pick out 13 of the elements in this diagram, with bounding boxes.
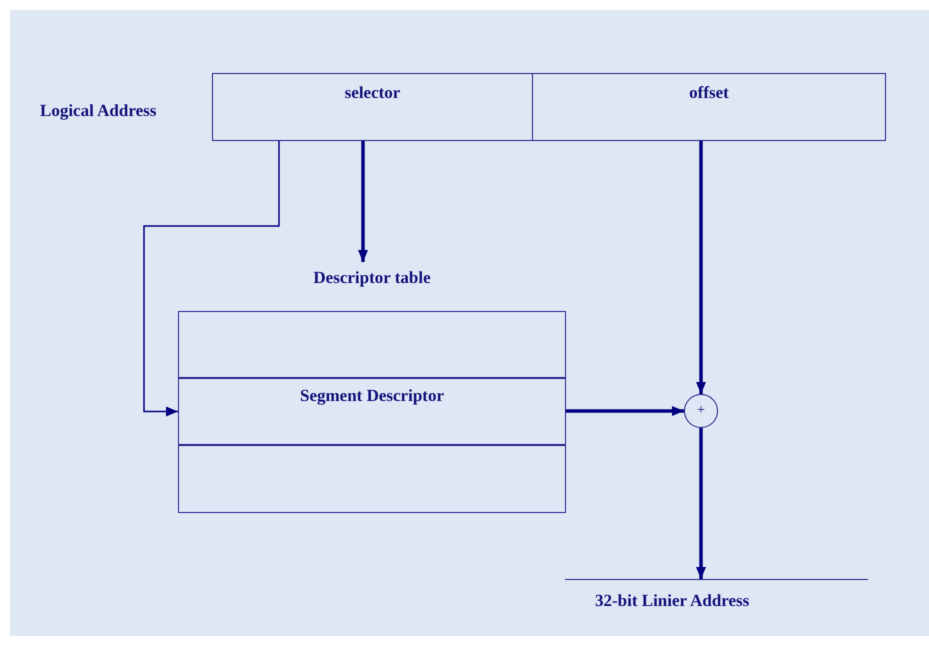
arrow: [566, 406, 684, 416]
arrow: [143, 141, 280, 416]
table-row: [178, 444, 566, 513]
table-heading: Descriptor table: [312, 268, 432, 288]
table-row: [178, 311, 566, 379]
arrow: [696, 428, 706, 579]
arrow: [696, 141, 706, 394]
address-label: Logical Address: [40, 101, 156, 121]
output-line: 32-bit Linier Address: [565, 579, 868, 613]
register-field: selector: [212, 73, 533, 141]
arrow: [358, 141, 368, 262]
table-row: Segment Descriptor: [178, 377, 566, 446]
register-field: offset: [532, 73, 886, 141]
